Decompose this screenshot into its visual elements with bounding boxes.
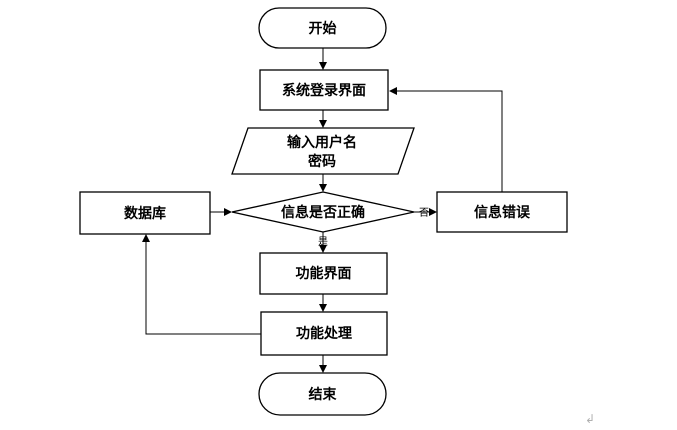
input-data-shape (231, 127, 415, 175)
input-label-line1: 输入用户名 (287, 134, 357, 151)
error-process-shape (436, 191, 568, 233)
node-error: 信息错误 (436, 191, 568, 233)
node-input: 输入用户名 密码 (231, 127, 415, 175)
login-process-shape (259, 69, 389, 111)
database-process-shape (79, 191, 211, 235)
func-ui-label: 功能界面 (296, 265, 352, 282)
func-ui-process-shape (259, 252, 388, 295)
check-label: 信息是否正确 (281, 204, 365, 221)
edge-error-login (389, 87, 503, 192)
node-login: 系统登录界面 (259, 69, 389, 111)
paragraph-mark-icon: ↲ (585, 412, 595, 425)
error-label: 信息错误 (474, 204, 531, 221)
edge-label-yes: 是 (318, 236, 328, 248)
node-func-ui: 功能界面 (259, 252, 388, 295)
input-label-line2: 密码 (307, 153, 336, 170)
node-end: 结束 (258, 372, 387, 416)
node-start: 开始 (258, 7, 387, 49)
edges (142, 48, 503, 373)
func-proc-label: 功能处理 (296, 325, 352, 342)
func-proc-process-shape (260, 311, 388, 356)
end-terminator-shape (258, 372, 387, 416)
end-label: 结束 (309, 386, 338, 403)
start-label: 开始 (309, 20, 337, 37)
login-label: 系统登录界面 (282, 82, 366, 99)
node-func-proc: 功能处理 (260, 311, 388, 356)
start-terminator-shape (258, 7, 387, 49)
check-decision-shape (231, 191, 415, 233)
edge-funcproc-database (142, 234, 261, 335)
database-label: 数据库 (124, 205, 166, 222)
edge-label-no: 否 (419, 207, 429, 219)
node-database: 数据库 (79, 191, 211, 235)
node-check: 信息是否正确 (231, 191, 415, 233)
